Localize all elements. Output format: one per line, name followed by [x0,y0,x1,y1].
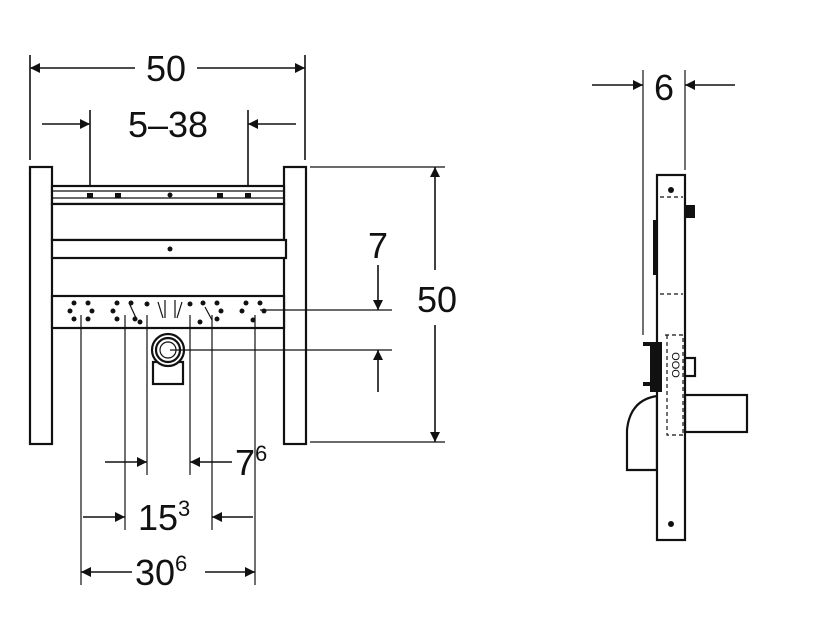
reference-lines [80,166,445,585]
dimension-vertical-offset: 7 [368,225,388,392]
dimension-spacing-wide: 306 [81,551,255,593]
dimension-overall-height: 50 [417,167,457,442]
depth-label: 6 [654,67,674,108]
spacing-small-sup: 6 [255,441,267,466]
spacing-wide-base: 30 [135,552,175,593]
spacing-small-base: 7 [235,442,255,483]
side-view: 6 ΟΟΟ [592,67,749,542]
overall-height-label: 50 [417,279,457,320]
dimension-overall-width: 50 [29,48,306,160]
adjustable-width-label: 5–38 [128,104,208,145]
svg-text:153: 153 [138,496,190,538]
spacing-mid-base: 15 [138,497,178,538]
overall-width-label: 50 [146,48,186,89]
svg-text:76: 76 [235,441,267,483]
front-view: 50 5–38 [28,48,457,593]
dimension-spacing-mid: 153 [83,496,253,538]
mounting-holes [67,300,267,325]
spacing-wide-sup: 6 [175,551,187,576]
part-marking: ΟΟΟ [669,352,681,378]
vertical-offset-label: 7 [368,225,388,266]
dimension-spacing-small: 76 [105,441,267,483]
svg-text:306: 306 [135,551,187,593]
dimension-adjustable-width: 5–38 [42,104,296,185]
spacing-mid-sup: 3 [178,496,190,521]
frame [28,165,308,446]
